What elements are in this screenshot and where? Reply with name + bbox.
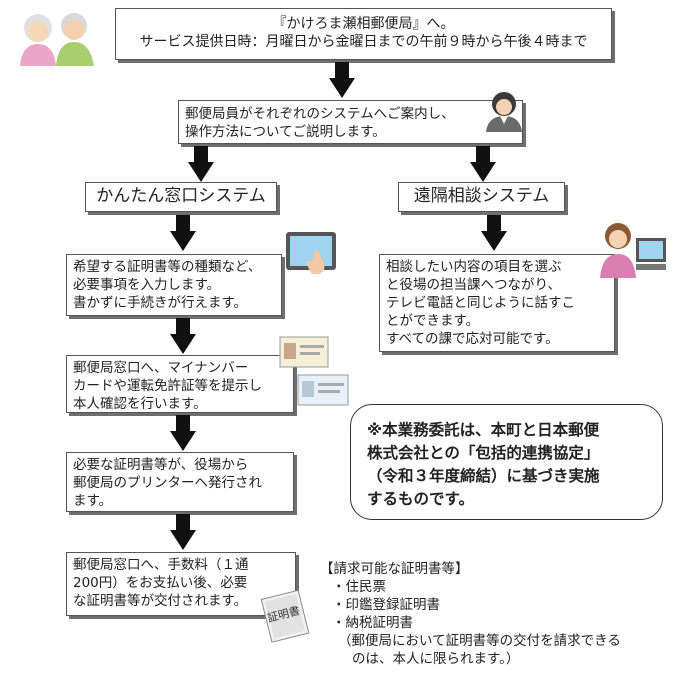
step-identity-verification: 郵便局窓口へ、マイナンバー カードや運転免許証等を提示し 本人確認を行います。 xyxy=(66,355,294,413)
list-item: ・印鑑登録証明書 xyxy=(332,597,440,613)
elderly-couple-icon xyxy=(10,6,100,66)
list-item: ・納税証明書 xyxy=(332,615,413,631)
down-arrow xyxy=(170,514,196,550)
step-input-requirements: 希望する証明書等の種類など、 必要事項を入力します。 書かずに手続きが行えます。 xyxy=(66,254,282,316)
down-arrow xyxy=(170,415,196,451)
guide-box: 郵便局員がそれぞれのシステムへご案内し、 操作方法についてご説明します。 xyxy=(178,100,523,144)
list-footnote: のは、本人に限られます。） xyxy=(352,651,520,667)
step-certificate-issued: 必要な証明書等が、役場から 郵便局のプリンターへ発行され ます。 xyxy=(66,452,294,512)
down-arrow xyxy=(329,62,355,98)
service-hours-text: サービス提供日時：月曜日から金曜日までの午前９時から午後４時まで xyxy=(139,34,588,50)
down-arrow xyxy=(470,146,496,182)
list-footnote: （郵便局において証明書等の交付を請求できる xyxy=(338,633,621,649)
id-card-icon xyxy=(278,335,350,409)
remote-consultation-system-title: 遠隔相談システム xyxy=(398,182,565,212)
step-remote-consultation: 相談したい内容の項目を選ぶ と役場の担当課へつながり、 テレビ電話と同じように話… xyxy=(379,254,615,352)
post-office-name: 『かけろま瀬相郵便局』へ。 xyxy=(272,16,455,32)
step-pay-and-receive: 郵便局窓口へ、手数料（１通 200円）をお支払い後、必要 な証明書等が交付されま… xyxy=(66,552,296,616)
touch-screen-icon xyxy=(284,228,340,278)
certificate-document-icon: 証明書 xyxy=(258,588,314,644)
down-arrow xyxy=(188,146,214,182)
list-item: ・住民票 xyxy=(332,579,386,595)
list-heading: 【請求可能な証明書等】 xyxy=(320,561,469,577)
video-call-operator-icon xyxy=(596,216,668,278)
easy-window-system-title: かんたん窓口システム xyxy=(85,182,277,212)
down-arrow xyxy=(481,215,507,251)
down-arrow xyxy=(170,318,196,354)
down-arrow xyxy=(170,215,196,251)
postal-clerk-icon xyxy=(482,90,526,132)
requestable-certificates-list: 【請求可能な証明書等】 ・住民票 ・印鑑登録証明書 ・納税証明書 （郵便局におい… xyxy=(320,560,676,668)
service-hours-box: 『かけろま瀬相郵便局』へ。 サービス提供日時：月曜日から金曜日までの午前９時から… xyxy=(115,8,612,60)
business-agreement-note: ※本業務委託は、本町と日本郵便 株式会社との「包括的連携協定」 （令和３年度締結… xyxy=(350,404,663,520)
